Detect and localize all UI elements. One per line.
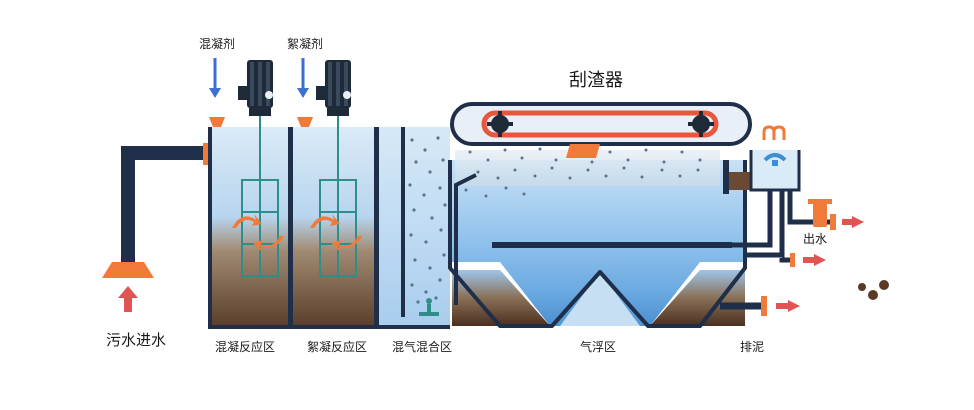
flocculation-mixer [310, 60, 362, 278]
zone-label-aeration-mixing: 混气混合区 [392, 339, 452, 354]
zone-label-flocculation: 絮凝反应区 [307, 339, 367, 354]
flocculant-label: 絮凝剂 [287, 36, 323, 51]
valve-icon[interactable] [808, 199, 832, 227]
sludge-arrow-icon [776, 300, 800, 312]
flocculant-dosing: 絮凝剂 [287, 36, 323, 127]
dosing-nozzle-icon [297, 117, 313, 127]
sludge-particles-icon [858, 280, 889, 300]
gear-icon [487, 111, 513, 137]
scum-chamber [729, 172, 751, 190]
zone-label-flotation: 气浮区 [580, 339, 616, 354]
air-diffuser-icon [419, 298, 439, 316]
flotation-tank [448, 147, 751, 328]
water-spray-icon [763, 153, 787, 166]
rotation-arrow-icon [310, 214, 340, 228]
coagulant-dosing: 混凝剂 [199, 36, 235, 127]
gear-icon [688, 111, 714, 137]
skimmer-blade-icon [566, 144, 600, 158]
secondary-outlet [779, 253, 826, 267]
level-sensor-icon [762, 125, 786, 140]
inlet-arrow-icon [118, 286, 138, 312]
sludge-discharge-pipe [720, 296, 800, 316]
motor-icon [238, 60, 273, 116]
rotation-arrow-icon [331, 236, 362, 252]
rotation-arrow-icon [253, 236, 284, 252]
zone-label-coagulation: 混凝反应区 [215, 339, 275, 354]
inlet-flange [203, 143, 212, 165]
dosing-nozzle-icon [209, 117, 225, 127]
bubbles [408, 136, 447, 304]
outlet-label: 出水 [803, 232, 827, 246]
coagulant-label: 混凝剂 [199, 36, 235, 51]
outlet-chamber [732, 125, 801, 258]
inlet-bellmouth [102, 262, 154, 278]
sludge-discharge-label: 排泥 [740, 340, 764, 354]
rotation-arrow-icon [232, 214, 262, 228]
coagulation-mixer [232, 60, 284, 278]
secondary-outlet-arrow-icon [803, 254, 826, 266]
reaction-tank [208, 127, 374, 329]
inlet-pipe [102, 143, 212, 278]
motor-icon [316, 60, 351, 116]
microbubbles [464, 147, 702, 198]
outlet-pipe [787, 190, 864, 230]
inlet-label: 污水进水 [106, 331, 166, 349]
down-arrow-icon [209, 58, 221, 98]
skimmer[interactable] [450, 102, 752, 158]
down-arrow-icon [297, 58, 309, 98]
skimmer-label: 刮渣器 [569, 70, 623, 91]
outlet-arrow-icon [842, 216, 864, 228]
aeration-mixing-zone [374, 127, 450, 329]
